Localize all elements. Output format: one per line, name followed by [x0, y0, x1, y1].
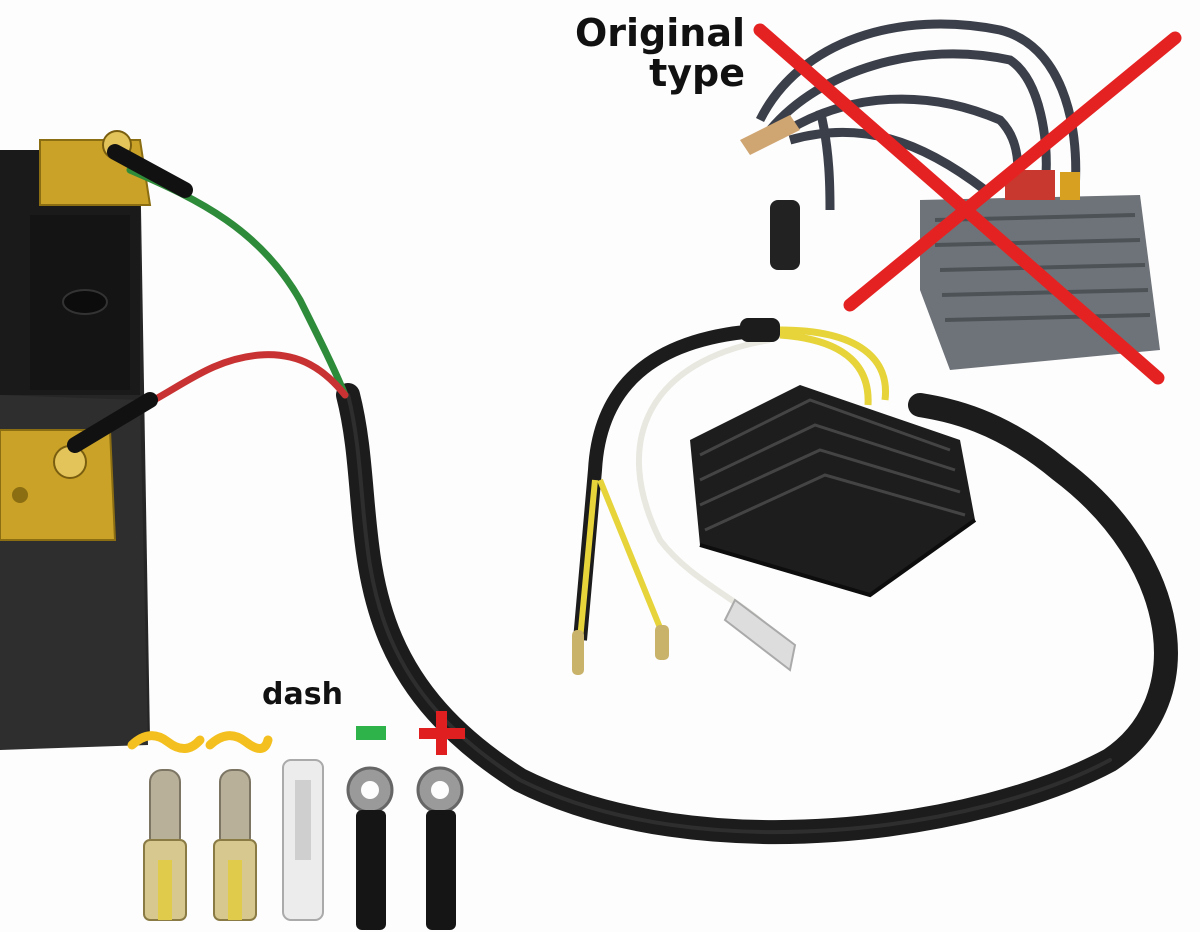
- original-type-line2: type: [649, 51, 745, 95]
- cross-mark-icon: [753, 23, 1182, 385]
- ac-marker-1-icon: [127, 731, 205, 753]
- original-type-line1: Original: [574, 11, 745, 55]
- ring-terminal-plus-icon: [416, 766, 464, 930]
- spade-connector-icon: [282, 759, 324, 921]
- dash-label: dash: [262, 677, 343, 712]
- ac-marker-2-icon: [205, 731, 273, 753]
- minus-marker-icon: [356, 726, 386, 740]
- bullet-connector-1-icon: [143, 769, 187, 921]
- plus-marker-icon: [419, 711, 465, 755]
- new-regulator-icon: [572, 318, 977, 675]
- original-type-label: Original type: [560, 14, 745, 94]
- ring-terminal-minus-icon: [346, 766, 394, 930]
- bullet-connector-2-icon: [213, 769, 257, 921]
